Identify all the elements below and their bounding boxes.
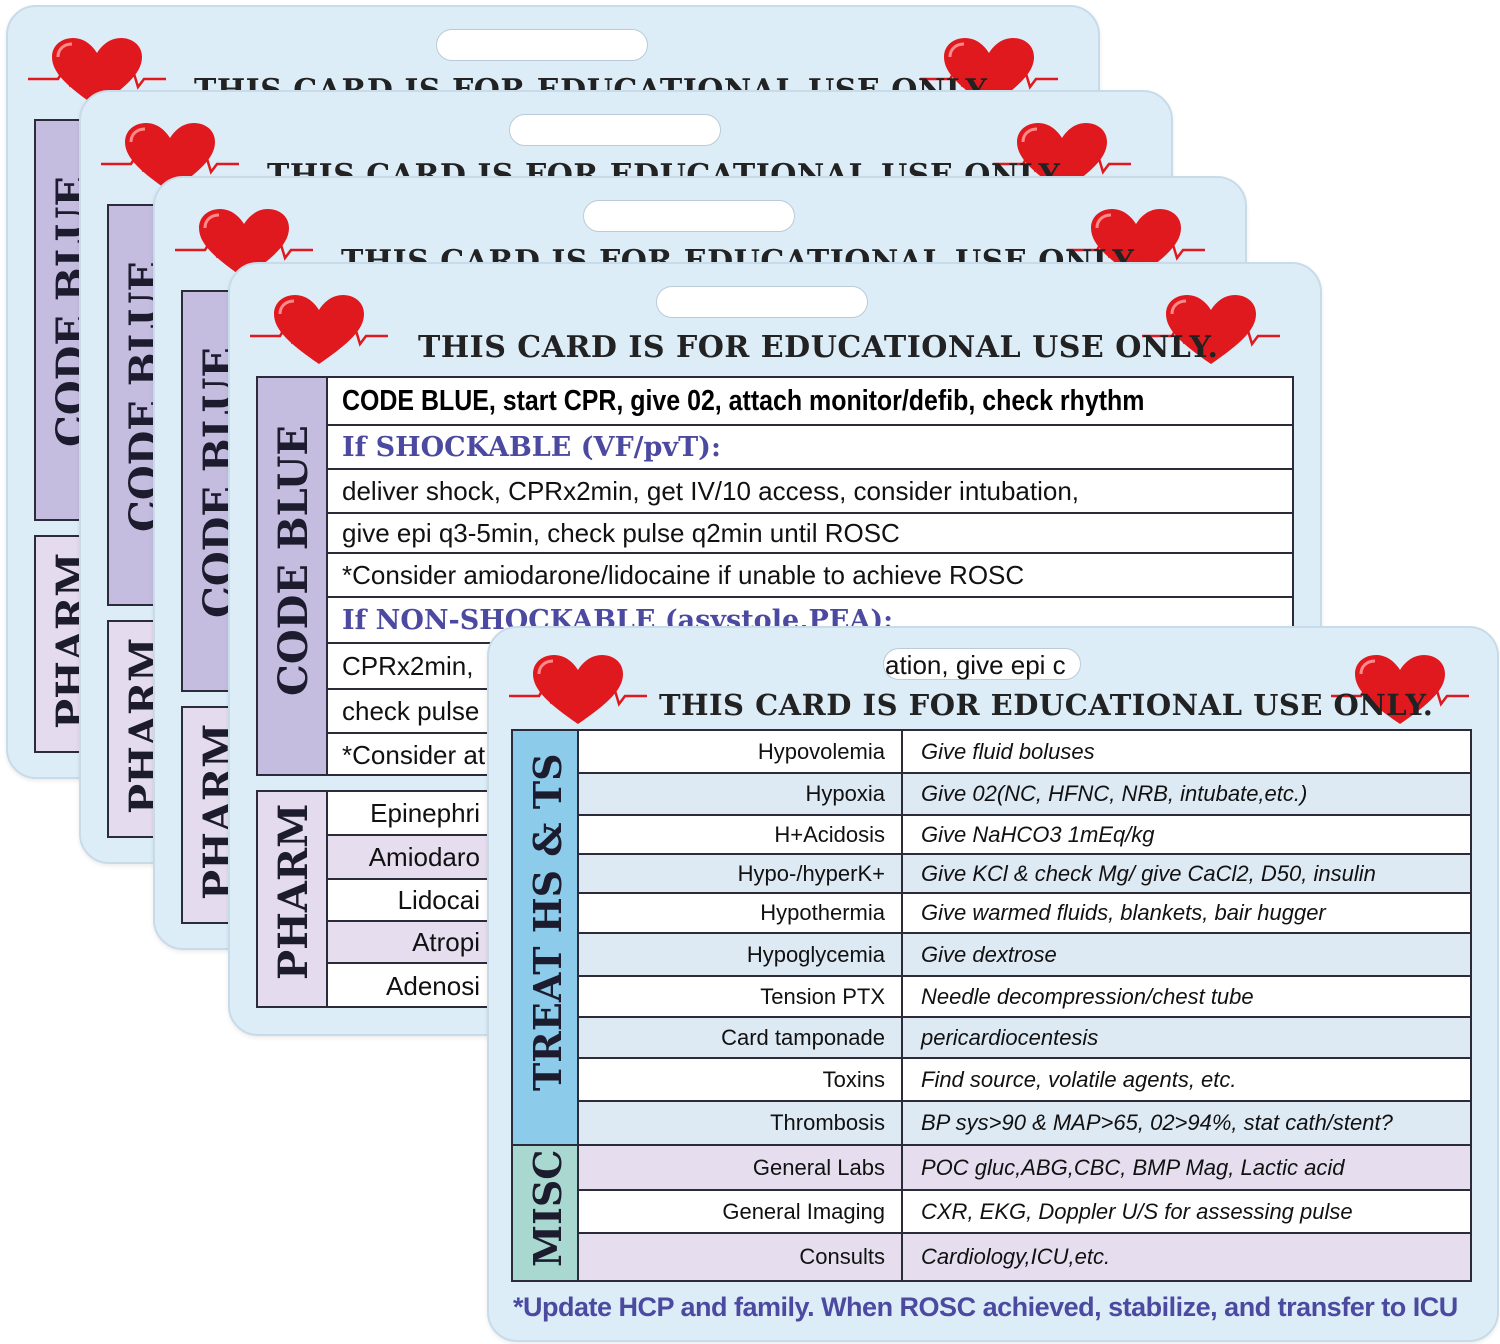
pharm-label: PHARM — [270, 803, 317, 980]
lanyard-slot — [656, 286, 868, 318]
action: Give fluid boluses — [921, 738, 1095, 764]
action: Give NaHCO3 1mEq/kg — [921, 821, 1155, 847]
misc-section-tab — [513, 1146, 579, 1280]
action: Give warmed fluids, blankets, bair hugge… — [921, 900, 1326, 925]
footer-note: *Update HCP and family. When ROSC achiev… — [513, 1292, 1458, 1322]
misc-row: Consults Cardiology,ICU,etc. — [579, 1234, 1470, 1280]
treat-row: Hypoxia Give 02(NC, HFNC, NRB, intubate,e… — [579, 774, 1470, 816]
condition: Hypothermia — [579, 894, 903, 932]
condition: Consults — [579, 1234, 903, 1280]
action: Cardiology,ICU,etc. — [921, 1244, 1111, 1269]
treat-row: Hypo-/hyperK+ Give KCl & check Mg/ give C… — [579, 855, 1470, 894]
action: CXR, EKG, Doppler U/S for assessing puls… — [921, 1198, 1353, 1224]
overlap-text: ation, give epi c — [885, 650, 1066, 680]
pharm-row: Adenosi — [386, 970, 480, 1001]
shockable-step-2: give epi q3-5min, check pulse q2min unti… — [328, 514, 1292, 554]
condition: Card tamponade — [579, 1018, 903, 1057]
action: Give 02(NC, HFNC, NRB, intubate,etc.) — [921, 781, 1308, 806]
condition: H+Acidosis — [579, 816, 903, 853]
lanyard-slot — [583, 200, 795, 232]
treat-row: Hypoglycemia Give dextrose — [579, 934, 1470, 977]
code-blue-label: CODE BLUE — [270, 425, 317, 696]
misc-row: General Imaging CXR, EKG, Doppler U/S for… — [579, 1191, 1470, 1234]
treat-row: Tension PTX Needle decompression/chest tu… — [579, 977, 1470, 1018]
condition: Hypovolemia — [579, 731, 903, 772]
code-blue-step: CODE BLUE, start CPR, give 02, attach mo… — [328, 378, 1292, 426]
action: Give dextrose — [921, 941, 1057, 967]
lanyard-slot — [436, 29, 648, 61]
condition: Hypoxia — [579, 774, 903, 814]
non-shockable-note: *Consider at — [342, 739, 486, 770]
pharm-row: Lidocai — [328, 880, 490, 922]
lanyard-slot — [883, 648, 1081, 680]
pharm-tab — [256, 790, 328, 1008]
treat-section-tab — [513, 731, 579, 1146]
treat-row: H+Acidosis Give NaHCO3 1mEq/kg — [579, 816, 1470, 855]
treat-row: Thrombosis BP sys>90 & MAP>65, 02>94%, st… — [579, 1102, 1470, 1146]
disclaimer-title: THIS CARD IS FOR EDUCATIONAL USE ONLY. — [418, 330, 1219, 365]
treat-section-label: TREAT HS & TS — [525, 753, 570, 1091]
code-blue-tab — [181, 290, 231, 692]
misc-row: General Labs POC gluc,ABG,CBC, BMP Mag, L… — [579, 1146, 1470, 1191]
condition: Hypoglycemia — [579, 934, 903, 975]
action: POC gluc,ABG,CBC, BMP Mag, Lactic acid — [921, 1154, 1345, 1180]
condition: Toxins — [579, 1059, 903, 1100]
disclaimer-title: THIS CARD IS FOR EDUCATIONAL USE ONLY. — [341, 244, 1142, 264]
heart-ekg-icon — [1331, 655, 1469, 724]
treat-hs-ts-card: ation, give epi c THIS CARD IS FOR EDUCA… — [487, 626, 1499, 1342]
heart-ekg-icon — [509, 655, 647, 724]
action: pericardiocentesis — [921, 1024, 1099, 1050]
lanyard-slot — [509, 114, 721, 146]
treat-row: Card tamponade pericardiocentesis — [579, 1018, 1470, 1059]
disclaimer-title: THIS CARD IS FOR EDUCATIONAL USE ONLY. — [659, 688, 1434, 722]
condition: General Labs — [579, 1146, 903, 1189]
treat-row: Hypovolemia Give fluid boluses — [579, 731, 1470, 774]
shockable-step-1: deliver shock, CPRx2min, get IV/10 acces… — [328, 470, 1292, 514]
condition: Hypo-/hyperK+ — [579, 855, 903, 892]
condition: General Imaging — [579, 1191, 903, 1232]
treat-row: Hypothermia Give warmed fluids, blankets,… — [579, 894, 1470, 934]
disclaimer-title: THIS CARD IS FOR EDUCATIONAL USE ONLY. — [194, 73, 995, 93]
pharm-row: Amiodaro — [328, 836, 490, 880]
treat-table: TREAT HS & TS MISC Hypovolemia Give fluid… — [511, 729, 1472, 1282]
condition: Thrombosis — [579, 1102, 903, 1144]
treat-row: Toxins Find source, volatile agents, etc. — [579, 1059, 1470, 1102]
disclaimer-title: THIS CARD IS FOR EDUCATIONAL USE ONLY. — [267, 158, 1068, 178]
action: Needle decompression/chest tube — [921, 983, 1254, 1009]
shockable-note: *Consider amiodarone/lidocaine if unable… — [328, 554, 1292, 598]
action: Give KCl & check Mg/ give CaCl2, D50, in… — [921, 860, 1376, 886]
condition: Tension PTX — [579, 977, 903, 1016]
heart-ekg-icon — [250, 295, 388, 364]
action: Find source, volatile agents, etc. — [921, 1066, 1237, 1092]
heart-ekg-icon — [1142, 295, 1280, 364]
shockable-heading: If SHOCKABLE (VF/pvT): — [328, 426, 1292, 470]
pharm-row: Epinephri — [328, 792, 490, 836]
misc-section-label: MISC — [525, 1149, 570, 1267]
action: BP sys>90 & MAP>65, 02>94%, stat cath/st… — [921, 1110, 1393, 1135]
pharm-row: Atropi — [328, 922, 490, 964]
